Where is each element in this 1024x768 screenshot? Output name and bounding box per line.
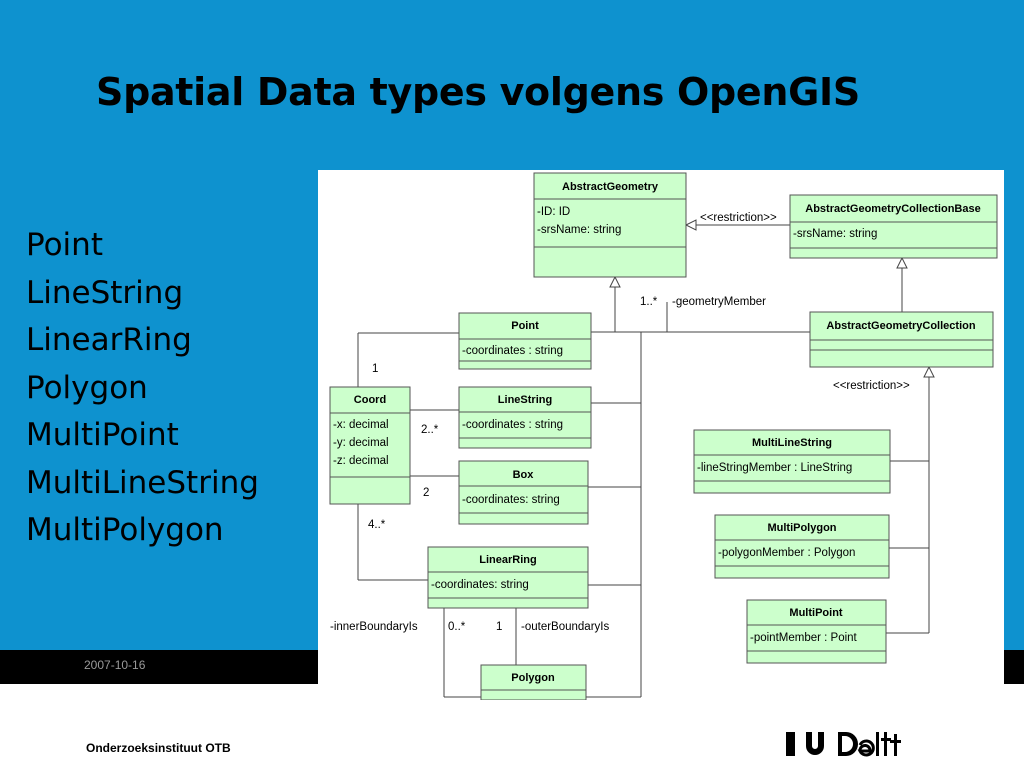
class-name: Point	[511, 320, 539, 332]
role-label: -outerBoundaryIs	[521, 621, 609, 633]
class-name: MultiLineString	[752, 437, 832, 449]
restriction-label: <<restriction>>	[700, 212, 777, 224]
multiplicity-label: 1	[496, 621, 502, 633]
type-list-item: Point	[26, 227, 103, 263]
role-label: -innerBoundaryIs	[330, 621, 418, 633]
class-multilinestring: MultiLineString -lineStringMember : Line…	[693, 429, 891, 494]
class-abstract-geometry-collection: AbstractGeometryCollection	[809, 311, 994, 368]
class-attribute: -z: decimal	[333, 455, 389, 467]
tu-delft-logo	[784, 726, 944, 768]
class-attribute: -lineStringMember : LineString	[697, 462, 852, 474]
class-name: MultiPolygon	[767, 522, 836, 534]
role-label: -geometryMember	[672, 296, 766, 308]
class-name: MultiPoint	[789, 607, 842, 619]
class-attribute: -coordinates : string	[462, 419, 563, 431]
class-attribute: -coordinates: string	[431, 579, 529, 591]
class-coord: Coord -x: decimal -y: decimal -z: decima…	[329, 386, 411, 505]
class-attribute: -ID: ID	[537, 206, 570, 218]
class-linestring: LineString -coordinates : string	[458, 386, 592, 449]
class-name: LinearRing	[479, 554, 536, 566]
type-list-item: MultiPoint	[26, 417, 179, 453]
type-list-item: Polygon	[26, 369, 148, 406]
multiplicity-label: 1..*	[640, 296, 658, 308]
uml-diagram: AbstractGeometry -ID: ID -srsName: strin…	[318, 170, 1004, 700]
multiplicity-label: 1	[372, 363, 378, 375]
type-list-item: MultiPolygon	[26, 512, 224, 548]
class-name: AbstractGeometry	[562, 181, 659, 193]
generalization-arrowhead	[684, 219, 697, 231]
class-abstract-geometry-collection-base: AbstractGeometryCollectionBase -srsName:…	[789, 194, 998, 259]
class-name: LineString	[498, 394, 552, 406]
generalization-arrowhead	[896, 256, 908, 269]
class-box: Box -coordinates: string	[458, 460, 589, 525]
slide-title: Spatial Data types volgens OpenGIS	[96, 70, 860, 114]
class-multipoint: MultiPoint -pointMember : Point	[746, 599, 887, 664]
class-attribute: -pointMember : Point	[750, 632, 858, 644]
data-type-list: Point LineString LinearRing Polygon Mult…	[26, 222, 259, 555]
class-attribute: -coordinates : string	[462, 345, 563, 357]
organization-name: Onderzoeksinstituut OTB	[86, 741, 231, 755]
multiplicity-label: 2	[423, 487, 429, 499]
class-attribute: -srsName: string	[537, 224, 621, 236]
type-list-item: LineString	[26, 274, 184, 311]
class-name: Box	[513, 469, 535, 481]
class-attribute: -polygonMember : Polygon	[718, 547, 855, 559]
class-attribute: -x: decimal	[333, 419, 389, 431]
class-point: Point -coordinates : string	[458, 312, 592, 370]
multiplicity-label: 0..*	[448, 621, 466, 633]
type-list-item: LinearRing	[26, 322, 192, 358]
class-name: AbstractGeometryCollection	[826, 320, 975, 332]
class-multipolygon: MultiPolygon -polygonMember : Polygon	[714, 514, 890, 579]
multiplicity-label: 2..*	[421, 424, 439, 436]
type-list-item: MultiLineString	[26, 464, 259, 501]
multiplicity-label: 4..*	[368, 519, 386, 531]
class-abstract-geometry: AbstractGeometry -ID: ID -srsName: strin…	[533, 172, 687, 278]
class-attribute: -y: decimal	[333, 437, 389, 449]
class-attribute: -coordinates: string	[462, 494, 560, 506]
class-attribute: -srsName: string	[793, 228, 877, 240]
generalization-arrowhead	[923, 365, 935, 378]
restriction-label: <<restriction>>	[833, 380, 910, 392]
generalization-arrowhead	[609, 275, 621, 288]
class-linearring: LinearRing -coordinates: string	[427, 546, 589, 609]
class-name: AbstractGeometryCollectionBase	[805, 203, 980, 215]
class-polygon: Polygon	[480, 664, 587, 700]
class-name: Coord	[354, 394, 386, 406]
class-name: Polygon	[511, 672, 555, 684]
slide-date: 2007-10-16	[84, 658, 146, 672]
